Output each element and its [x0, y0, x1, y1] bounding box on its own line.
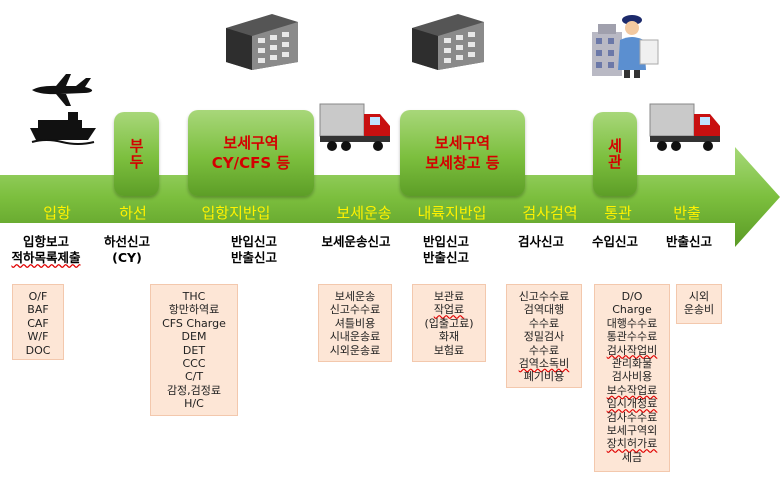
fee-arrival-item: BAF	[27, 303, 49, 317]
fee-port-item: CCC	[182, 357, 206, 371]
zone-bonded-warehouse-line2: 보세창고 등	[425, 154, 500, 172]
decl-import: 수입신고	[586, 234, 644, 250]
zone-bonded-cy-cfs: 보세구역 CY/CFS 등	[188, 110, 314, 196]
decl-release-line1: 반출신고	[665, 234, 712, 249]
fee-transport-item: 셔틀비용	[334, 316, 376, 330]
fee-inland-item: 보험료	[433, 343, 465, 357]
customs-officer-icon	[592, 15, 659, 78]
truck-icon-2	[649, 103, 720, 151]
fee-clearance-item: 관리화물	[611, 357, 653, 371]
stage-arrival: 입항	[43, 204, 71, 222]
warehouse-icon-2	[412, 14, 484, 70]
fee-port-item: C/T	[184, 370, 204, 384]
decl-inland-inout-line2: 반출신고	[422, 250, 469, 265]
fee-clearance-item: 임시개청료	[606, 397, 658, 411]
fee-inland-item: (입출고료)	[424, 316, 474, 330]
fee-clearance-item: 대행수수료	[606, 316, 658, 330]
stage-port-entry: 입항지반입	[201, 204, 271, 222]
decl-release: 반출신고	[660, 234, 718, 250]
fee-transport-item: 보세운송	[334, 290, 376, 303]
fee-port-item: CFS Charge	[162, 316, 226, 330]
decl-arrival: 입항보고 적하목록제출	[4, 234, 88, 266]
airplane-icon	[32, 74, 93, 106]
stage-bonded-transport: 보세운송	[336, 204, 392, 222]
fee-box-release: 시외 운송비	[676, 284, 722, 324]
decl-inspection-line1: 검사신고	[517, 234, 564, 249]
decl-arrival-line2: 적하목록제출	[11, 250, 81, 265]
fee-box-clearance: D/O Charge 대행수수료 통관수수료 검사작업비 관리화물 검사비용 보…	[594, 284, 670, 472]
process-arrow	[0, 147, 780, 247]
fee-port-item: DEM	[181, 330, 207, 344]
fee-inland-item: 작업료	[433, 303, 465, 317]
fee-box-inland: 보관료 작업료 (입출고료) 화재 보험료	[412, 284, 486, 362]
decl-transport-line1: 보세운송신고	[321, 234, 391, 249]
stage-inspection: 검사검역	[522, 204, 578, 222]
fee-port-item: DET	[182, 343, 206, 357]
fee-port-item: THC	[182, 290, 206, 303]
fee-inspection-item: 정밀검사	[523, 330, 565, 344]
fee-arrival-item: DOC	[25, 343, 51, 357]
stage-unloading: 하선	[119, 204, 147, 222]
fee-box-transport: 보세운송 신고수수료 셔틀비용 시내운송료 시외운송료	[318, 284, 392, 362]
stage-release: 반출	[673, 204, 701, 222]
fee-clearance-item: 검사작업비	[606, 343, 658, 357]
fee-box-arrival: O/F BAF CAF W/F DOC	[12, 284, 64, 360]
fee-release-item: 운송비	[683, 303, 715, 317]
decl-inspection: 검사신고	[512, 234, 570, 250]
fee-inspection-item: 수수료	[528, 316, 560, 330]
fee-transport-item: 시내운송료	[329, 330, 381, 344]
fee-arrival-item: O/F	[28, 290, 48, 303]
fee-inspection-item: 신고수수료	[518, 290, 570, 303]
ship-icon	[30, 112, 96, 145]
decl-port-inout: 반입신고 반출신고	[222, 234, 286, 266]
decl-unload-line2: (CY)	[112, 250, 142, 265]
decl-inland-inout: 반입신고 반출신고	[414, 234, 478, 266]
fee-clearance-item: 보수작업료	[606, 383, 658, 397]
fee-box-port: THC 항만하역료 CFS Charge DEM DET CCC C/T 감정,…	[150, 284, 238, 416]
truck-icon-1	[319, 103, 390, 151]
fee-release-item: 시외	[688, 290, 710, 303]
stage-inland-entry: 내륙지반입	[417, 204, 487, 222]
fee-clearance-item: 세금	[621, 450, 643, 464]
zone-pier: 부두	[114, 112, 159, 196]
fee-clearance-item: 보세구역외	[606, 424, 658, 438]
fee-clearance-item: 검사비용	[611, 370, 653, 384]
decl-arrival-line1: 입항보고	[22, 234, 69, 249]
decl-transport: 보세운송신고	[312, 234, 400, 250]
fee-clearance-item: 검사수수료	[606, 410, 658, 424]
decl-import-line1: 수입신고	[591, 234, 638, 249]
fee-inland-item: 화재	[438, 330, 460, 344]
zone-bonded-warehouse: 보세구역 보세창고 등	[400, 110, 525, 196]
fee-inspection-item: 검역대행	[523, 303, 565, 317]
fee-port-item: H/C	[184, 397, 204, 411]
fee-port-item: 감정,검정료	[166, 383, 222, 397]
fee-inspection-item: 수수료	[528, 343, 560, 357]
fee-clearance-item: 장치허가료	[606, 437, 658, 451]
warehouse-icon-1	[226, 14, 298, 70]
zone-bonded-cy-cfs-line2: CY/CFS 등	[211, 154, 291, 172]
fee-inspection-item: 검역소독비	[518, 357, 570, 371]
fee-box-inspection: 신고수수료 검역대행 수수료 정밀검사 수수료 검역소독비 폐기비용	[506, 284, 582, 388]
decl-unload: 하선신고 (CY)	[94, 234, 160, 266]
fee-transport-item: 시외운송료	[329, 343, 381, 357]
zone-bonded-cy-cfs-line1: 보세구역	[223, 134, 279, 152]
decl-inland-inout-line1: 반입신고	[422, 234, 469, 249]
fee-port-item: 항만하역료	[168, 303, 220, 317]
decl-port-inout-line1: 반입신고	[230, 234, 277, 249]
fee-transport-item: 신고수수료	[329, 303, 381, 317]
stage-clearance: 통관	[604, 204, 632, 222]
zone-customs: 세관	[593, 112, 637, 196]
fee-clearance-item: Charge	[612, 303, 652, 317]
fee-arrival-item: W/F	[27, 330, 49, 344]
decl-port-inout-line2: 반출신고	[230, 250, 277, 265]
zone-bonded-warehouse-line1: 보세구역	[434, 134, 491, 152]
fee-inspection-item: 폐기비용	[523, 370, 565, 384]
decl-unload-line1: 하선신고	[103, 234, 150, 249]
fee-clearance-item: 통관수수료	[606, 330, 658, 344]
fee-inland-item: 보관료	[433, 290, 465, 303]
fee-arrival-item: CAF	[27, 316, 49, 330]
fee-clearance-item: D/O	[621, 290, 643, 303]
